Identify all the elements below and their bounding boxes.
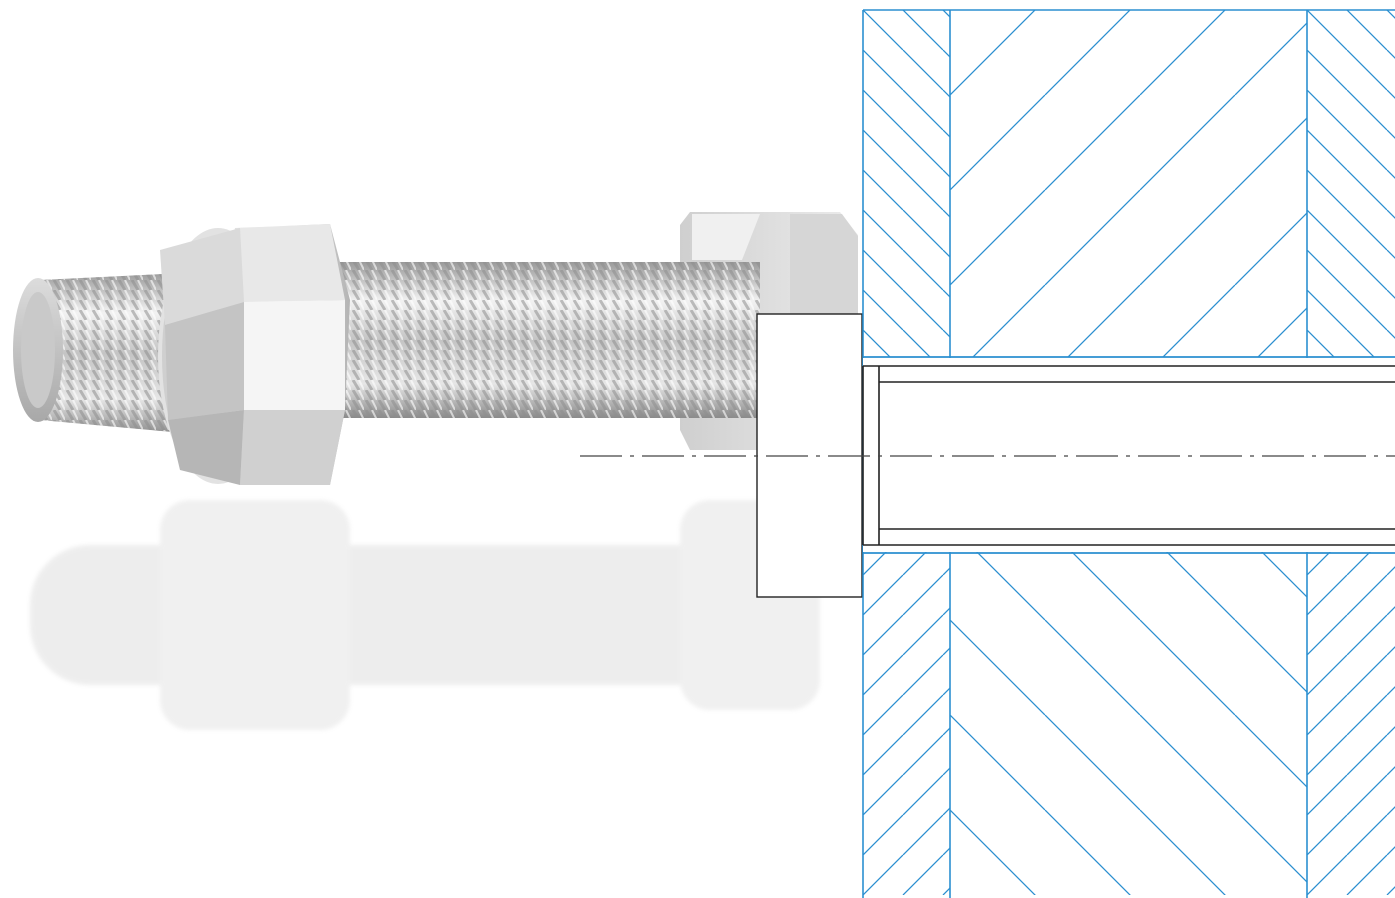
bolt-hole: [863, 358, 1395, 552]
plate-upper: [863, 10, 1395, 357]
bolt-photo: [13, 212, 858, 730]
plate-lower: [863, 538, 1395, 895]
hex-nut-photo: [160, 224, 350, 485]
bolt-reflection: [30, 500, 820, 730]
bolt-shaft-photo: [330, 262, 760, 418]
section-drawing: [580, 9, 1395, 898]
